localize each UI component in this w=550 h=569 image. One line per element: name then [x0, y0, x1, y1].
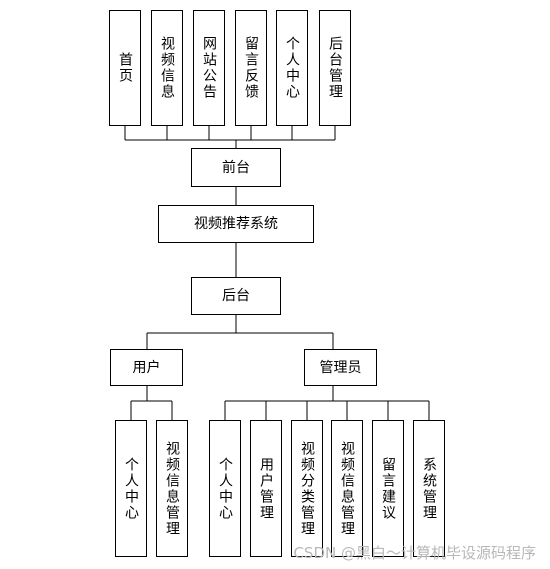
node-admin-video-category-management: 视频分类管理 — [291, 420, 323, 557]
node-frontend: 前台 — [191, 148, 281, 187]
node-admin-personal-center: 个人中心 — [209, 420, 241, 557]
node-admin-system-management: 系统管理 — [413, 420, 445, 557]
node-frontend-video-info: 视频信息 — [151, 10, 183, 126]
node-user: 用户 — [110, 349, 183, 386]
node-frontend-home: 首页 — [109, 10, 141, 126]
node-user-personal-center: 个人中心 — [115, 420, 147, 557]
node-backend: 后台 — [191, 277, 281, 315]
node-admin-video-info-management: 视频信息管理 — [331, 420, 363, 557]
node-frontend-personal-center: 个人中心 — [276, 10, 308, 126]
node-admin-message-suggestion: 留言建议 — [372, 420, 404, 557]
node-admin: 管理员 — [304, 349, 377, 386]
node-admin-user-management: 用户管理 — [250, 420, 282, 557]
node-system: 视频推荐系统 — [158, 205, 314, 243]
node-frontend-announcement: 网站公告 — [193, 10, 225, 126]
node-frontend-admin: 后台管理 — [319, 10, 351, 126]
node-frontend-feedback: 留言反馈 — [235, 10, 267, 126]
node-user-video-info-management: 视频信息管理 — [156, 420, 188, 557]
watermark: CSDN @黑白～计算机毕设源码程序 — [293, 544, 536, 562]
